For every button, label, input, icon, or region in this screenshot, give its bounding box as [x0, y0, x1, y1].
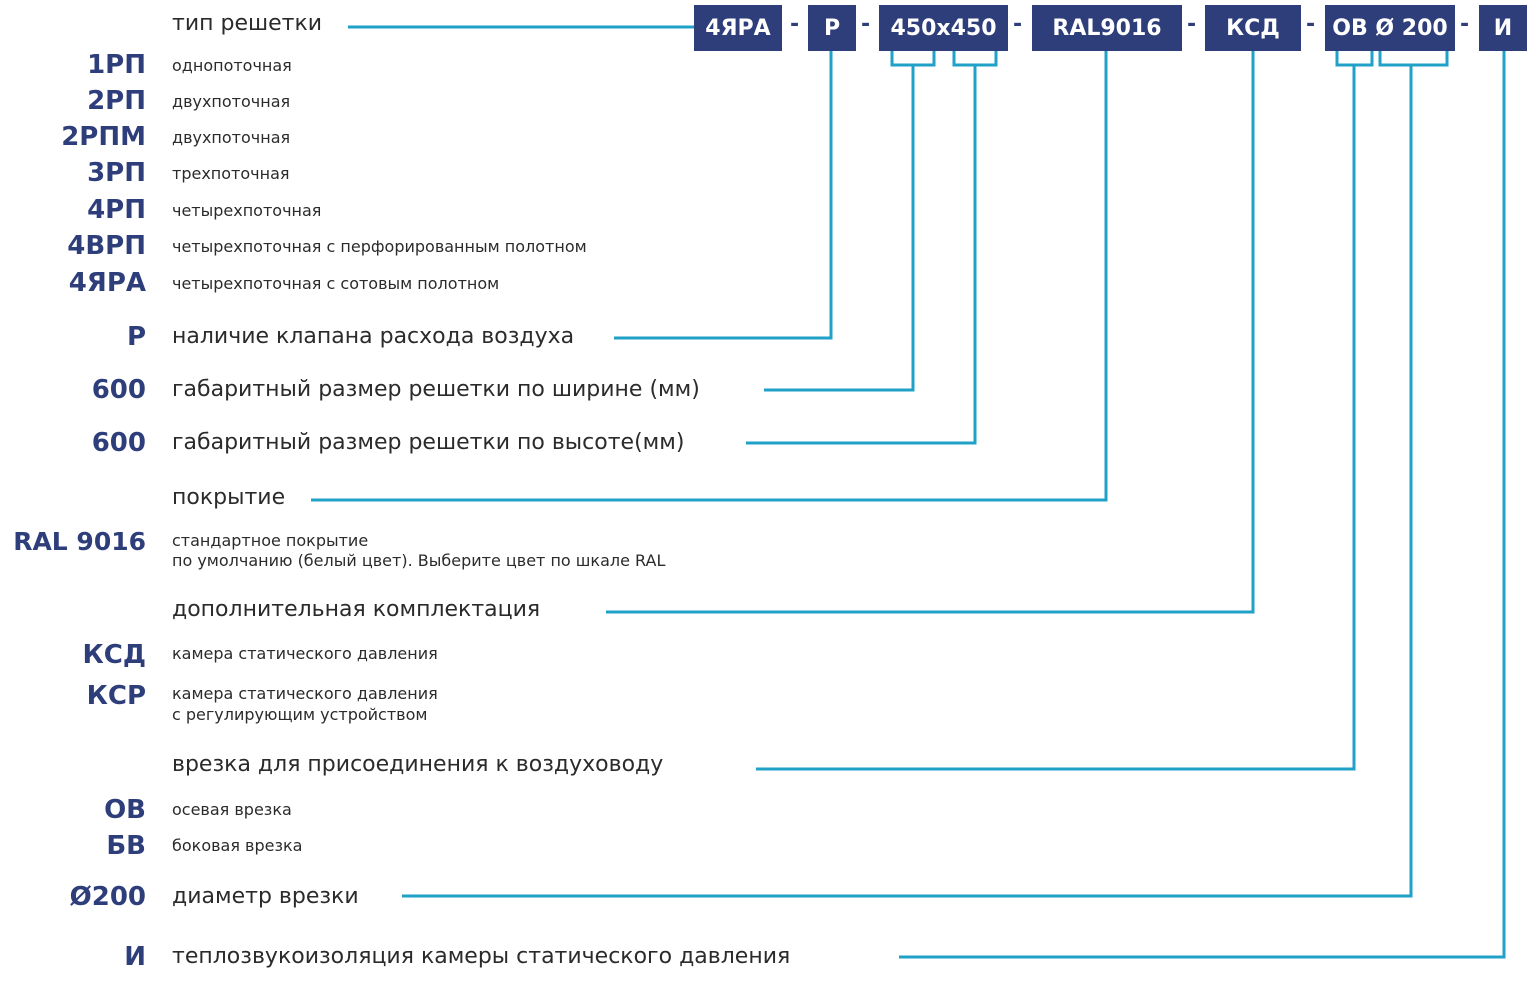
grille-type-desc: четырехпоточная с перфорированным полотн…: [172, 237, 587, 256]
heading-equipment: дополнительная комплектация: [172, 597, 541, 622]
grille-type-code: 3РП: [87, 158, 146, 188]
grille-type-desc: трехпоточная: [172, 164, 290, 183]
grille-type-code: 2РП: [87, 86, 146, 116]
grille-type-desc: четырехпоточная: [172, 201, 322, 220]
coating-desc-line2: по умолчанию (белый цвет). Выберите цвет…: [172, 551, 666, 570]
heading-width: габаритный размер решетки по ширине (мм): [172, 377, 700, 402]
heading-valve: наличие клапана расхода воздуха: [172, 324, 575, 349]
code-segment-coating: RAL9016: [1032, 5, 1182, 51]
valve-code: Р: [126, 322, 146, 352]
code-separator: -: [790, 12, 800, 37]
connection-code: БВ: [106, 831, 146, 861]
code-segment-connection: ОВ Ø 200: [1325, 5, 1455, 51]
equipment-desc-line1: камера статического давления: [172, 644, 438, 663]
grille-type-code: 1РП: [87, 50, 146, 80]
code-segment-size: 450x450: [879, 5, 1008, 51]
grille-type-desc: двухпоточная: [172, 128, 291, 147]
code-segment-insulation: И: [1479, 5, 1527, 51]
code-separator: -: [1460, 12, 1470, 37]
heading-insulation: теплозвукоизоляция камеры статического д…: [172, 944, 791, 969]
grille-type-code: 4ЯРА: [68, 268, 146, 298]
height-code: 600: [91, 428, 146, 458]
code-separator: -: [1306, 12, 1316, 37]
connection-desc: боковая врезка: [172, 836, 303, 855]
connection-desc: осевая врезка: [172, 800, 292, 819]
coating-desc-line1: стандартное покрытие: [172, 531, 369, 550]
code-segment-equipment: КСД: [1205, 5, 1301, 51]
grille-type-code: 2РПМ: [61, 122, 146, 152]
heading-grille-type: тип решетки: [172, 11, 323, 36]
heading-connection: врезка для присоединения к воздуховоду: [172, 752, 664, 777]
heading-coating: покрытие: [172, 485, 286, 510]
code-separator: -: [1013, 12, 1023, 37]
equipment-desc-line2: с регулирующим устройством: [172, 705, 428, 724]
heading-diameter: диаметр врезки: [172, 884, 359, 909]
coating-code: RAL 9016: [13, 527, 146, 556]
code-segment-grille-type: 4ЯРА: [694, 5, 782, 51]
diameter-code: Ø200: [69, 882, 146, 912]
heading-height: габаритный размер решетки по высоте(мм): [172, 430, 685, 455]
equipment-code: КСД: [82, 640, 147, 670]
grille-type-desc: двухпоточная: [172, 92, 291, 111]
grille-type-desc: четырехпоточная с сотовым полотном: [172, 274, 500, 293]
grille-type-code: 4ВРП: [67, 231, 146, 261]
code-separator: -: [1187, 12, 1197, 37]
code-separator: -: [861, 12, 871, 37]
code-segment-valve: Р: [808, 5, 856, 51]
connection-code: ОВ: [104, 795, 146, 825]
equipment-code: КСР: [86, 681, 146, 711]
grille-type-desc: однопоточная: [172, 56, 292, 75]
equipment-desc-line1: камера статического давления: [172, 684, 438, 703]
insulation-code: И: [124, 942, 146, 972]
grille-type-code: 4РП: [87, 195, 146, 225]
width-code: 600: [91, 375, 146, 405]
